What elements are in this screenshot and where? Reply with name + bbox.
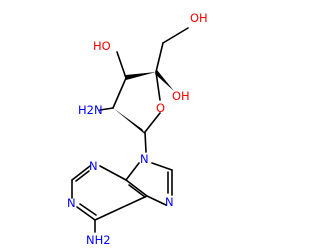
atom-label-n1: N	[67, 196, 76, 210]
bond-c4-n3	[99, 165, 127, 181]
bond-n3-c2-b	[75, 170, 90, 182]
atom-label-n7: N	[165, 195, 174, 209]
atom-label-layer: OH HO OH O H2N N N N N NH2	[67, 11, 208, 247]
bond-c1-n9	[144, 131, 147, 153]
bond-n9-c8	[151, 162, 173, 171]
bond-ring-o-c1	[144, 112, 161, 133]
bond-c2-nh2	[99, 107, 114, 111]
bond-layer	[71, 27, 189, 233]
wedge-bond-c4-ch	[126, 72, 156, 80]
atom-label-n9: N	[140, 152, 149, 166]
wedge-bond-ch-oh	[155, 70, 174, 91]
bond-ch2-oh	[162, 27, 189, 44]
molecule-structure-diagram: OH HO OH O H2N N N N N NH2	[67, 11, 208, 247]
bond-c3-oh	[116, 51, 127, 79]
bond-ch2-ch	[155, 42, 164, 73]
bond-n9-c4	[125, 162, 140, 181]
bond-n1-c6-a	[76, 206, 96, 221]
atom-label-nh2-base: NH2	[86, 233, 111, 247]
atom-label-oh-side: OH	[172, 89, 190, 103]
bond-c4-ring-o	[155, 71, 161, 101]
atom-label-nh2-ring: H2N	[78, 103, 103, 117]
atom-label-ho-ring: HO	[93, 39, 111, 53]
bond-n3-c2-a	[71, 165, 91, 181]
bond-n7-c5	[146, 195, 167, 206]
wedge-bond-c3-c2	[113, 108, 146, 135]
bond-n1-c6-b	[79, 203, 97, 216]
atom-label-oh-top: OH	[190, 11, 208, 25]
bond-c4-c3	[112, 77, 127, 109]
bond-c4-c5-a	[125, 179, 148, 197]
atom-label-n3: N	[89, 159, 98, 173]
bond-c4-c5-b	[128, 184, 146, 198]
bond-c6-c5	[94, 195, 148, 221]
atom-label-ring-oxygen: O	[156, 101, 165, 115]
